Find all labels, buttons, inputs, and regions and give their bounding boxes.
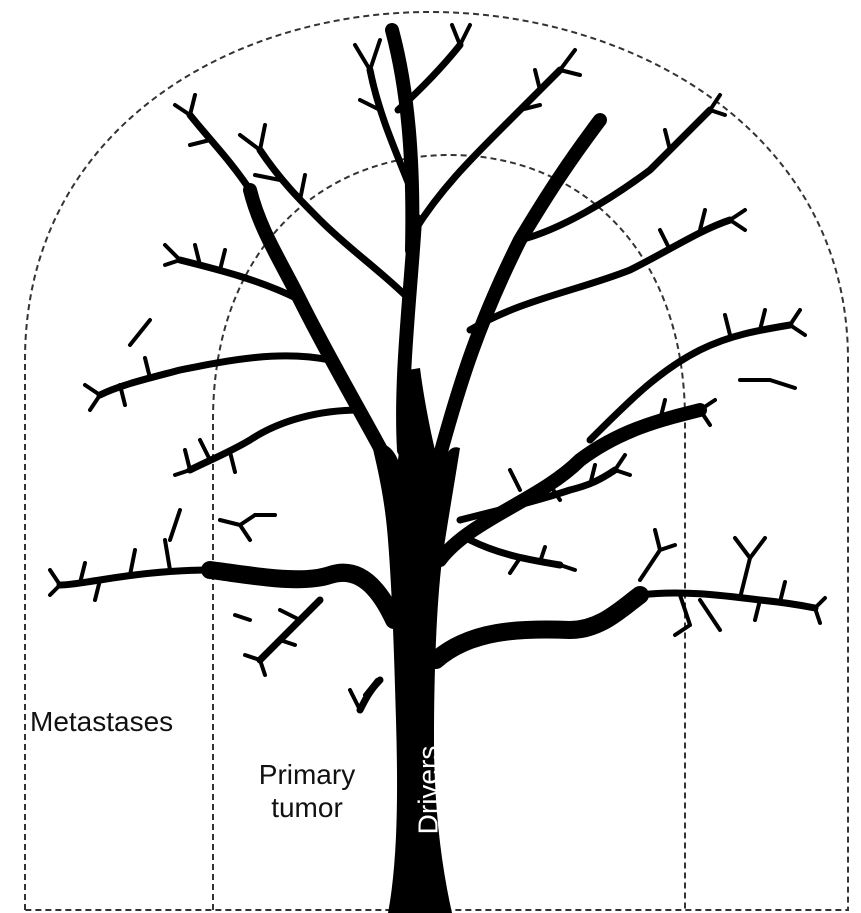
primary-tumor-label-line1: Primary bbox=[232, 758, 382, 791]
metastases-label: Metastases bbox=[30, 705, 173, 738]
primary-tumor-label-line2: tumor bbox=[232, 791, 382, 824]
primary-tumor-label: Primary tumor bbox=[232, 758, 382, 824]
drivers-label: Drivers bbox=[411, 746, 444, 835]
main-limbs bbox=[250, 30, 700, 560]
